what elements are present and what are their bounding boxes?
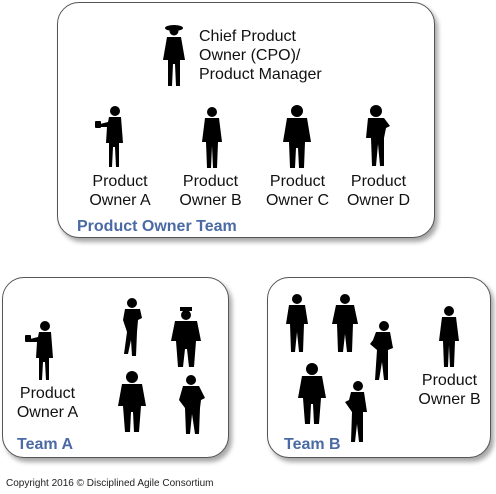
product-owner-c-person-icon: [281, 104, 313, 170]
team-b-member-1-person-icon: [285, 292, 309, 354]
team-b-member-5-person-icon: [343, 380, 369, 444]
team-b-member-4-person-icon: [297, 362, 327, 426]
team-b-title: Team B: [284, 436, 341, 453]
team-b-product-owner-person-icon: [437, 305, 461, 369]
team-a-member-1-person-icon: [120, 296, 146, 358]
team-a-member-4-person-icon: [177, 374, 207, 436]
team-a-product-owner-person-icon: [25, 318, 59, 382]
team-a-member-2-person-icon: [170, 307, 202, 369]
team-a-member-3-person-icon: [117, 370, 147, 434]
team-b-member-3-person-icon: [368, 320, 396, 382]
copyright-text: Copyright 2016 © Disciplined Agile Conso…: [6, 478, 214, 489]
product-owner-a-person-icon: [95, 103, 129, 169]
product-owner-d-person-icon: [362, 104, 392, 168]
product-owner-b-person-icon: [200, 106, 224, 170]
cpo-label: Chief Product Owner (CPO)/ Product Manag…: [199, 28, 322, 83]
team-a-title: Team A: [17, 436, 74, 453]
cpo-person-icon: [159, 20, 191, 88]
product-owner-team-title: Product Owner Team: [77, 218, 237, 235]
team-b-member-2-person-icon: [331, 292, 359, 354]
